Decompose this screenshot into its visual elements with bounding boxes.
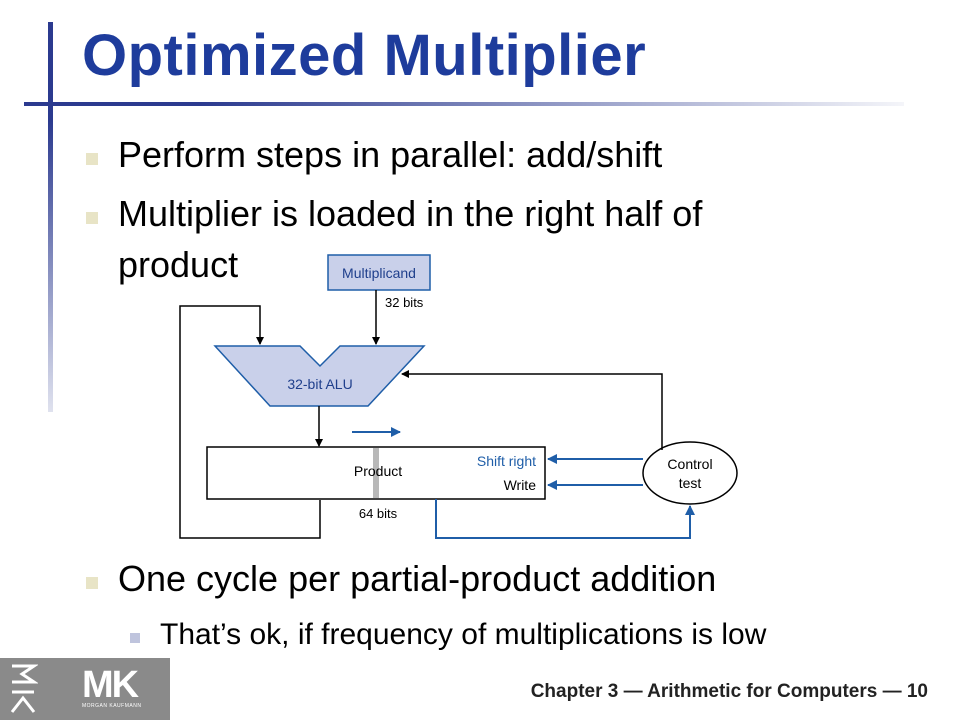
vertical-accent-bar: [48, 22, 53, 412]
slide-title: Optimized Multiplier: [82, 23, 647, 88]
product-label: Product: [354, 463, 402, 479]
bullet-2-text-line-2: product: [118, 244, 239, 285]
control-test-ellipse: [642, 441, 738, 505]
product-half-divider: [373, 448, 379, 498]
write-label: Write: [504, 477, 537, 493]
bullet-1-text: Perform steps in parallel: add/shift: [118, 134, 663, 175]
mk-logo-letters: MK: [82, 664, 139, 706]
bullet-square-icon: [86, 153, 98, 165]
product-to-control-arrow: [435, 499, 695, 539]
multiplicand-register: [327, 254, 431, 291]
bullet-3-text: One cycle per partial-product addition: [118, 558, 717, 599]
control-label-1: Control: [667, 456, 712, 472]
mk-vertical-logo-icon: [10, 664, 38, 713]
product-feedback-loop: [179, 305, 321, 539]
alu-shape: [213, 345, 426, 407]
multiplicand-label: Multiplicand: [342, 265, 416, 281]
multiplicand-bits-label: 32 bits: [385, 295, 424, 310]
shift-right-label: Shift right: [477, 453, 536, 469]
control-to-alu-arrow: [401, 370, 663, 450]
bullet-square-icon: [86, 212, 98, 224]
sub-bullet-square-icon: [130, 633, 140, 643]
product-bits-label: 64 bits: [359, 506, 398, 521]
bullet-square-icon: [86, 577, 98, 589]
sub-bullet-1-text: That’s ok, if frequency of multiplicatio…: [160, 618, 767, 651]
horizontal-accent-bar: [24, 102, 904, 106]
bullet-2-text: Multiplier is loaded in the right half o…: [118, 193, 703, 234]
alu-label: 32-bit ALU: [287, 376, 352, 392]
control-label-2: test: [679, 475, 702, 491]
mk-logo-small-text: MORGAN KAUFMANN: [82, 703, 142, 709]
footer-chapter-text: Chapter 3 — Arithmetic for Computers — 1…: [530, 681, 928, 702]
